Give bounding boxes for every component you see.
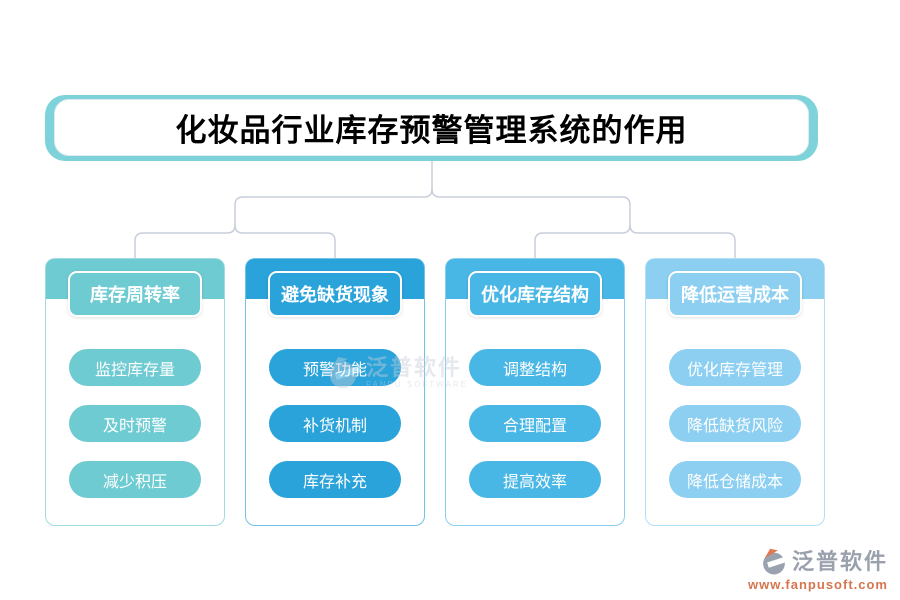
footer-brand-block: 泛普软件 www.fanpusoft.com: [748, 548, 888, 592]
card-header-optimize-structure: 优化库存结构: [468, 271, 602, 317]
card-avoid-stockout: 避免缺货现象 预警功能 补货机制 库存补充: [245, 258, 425, 526]
item-improve-efficiency: 提高效率: [469, 461, 601, 498]
card-header-reduce-cost: 降低运营成本: [668, 271, 802, 317]
item-optimize-inventory-mgmt: 优化库存管理: [669, 349, 801, 386]
card-items-list: 监控库存量 及时预警 减少积压: [46, 349, 224, 498]
diagram-title-box: 化妆品行业库存预警管理系统的作用: [45, 95, 818, 161]
card-items-list: 优化库存管理 降低缺货风险 降低仓储成本: [646, 349, 824, 498]
footer-url: www.fanpusoft.com: [747, 577, 888, 592]
fanpu-logo-icon: [763, 548, 788, 575]
page-title: 化妆品行业库存预警管理系统的作用: [175, 113, 688, 148]
card-inventory-turnover: 库存周转率 监控库存量 及时预警 减少积压: [45, 258, 225, 526]
card-items-list: 预警功能 补货机制 库存补充: [246, 349, 424, 498]
card-header-inventory-turnover: 库存周转率: [68, 271, 202, 317]
item-reduce-storage-cost: 降低仓储成本: [669, 461, 801, 498]
footer-brand-name: 泛普软件: [791, 549, 888, 574]
item-reduce-stockout-risk: 降低缺货风险: [669, 405, 801, 442]
item-adjust-structure: 调整结构: [469, 349, 601, 386]
card-optimize-structure: 优化库存结构 调整结构 合理配置 提高效率: [445, 258, 625, 526]
card-header-avoid-stockout: 避免缺货现象: [268, 271, 402, 317]
item-timely-warning: 及时预警: [69, 405, 201, 442]
title-inner-panel: 化妆品行业库存预警管理系统的作用: [54, 99, 809, 156]
footer-brand-row: 泛普软件: [760, 548, 888, 576]
item-reasonable-allocation: 合理配置: [469, 405, 601, 442]
card-items-list: 调整结构 合理配置 提高效率: [446, 349, 624, 498]
item-stock-replenish: 库存补充: [269, 461, 401, 498]
item-monitor-stock: 监控库存量: [69, 349, 201, 386]
card-reduce-cost: 降低运营成本 优化库存管理 降低缺货风险 降低仓储成本: [645, 258, 825, 526]
item-reduce-backlog: 减少积压: [69, 461, 201, 498]
item-replenish-mechanism: 补货机制: [269, 405, 401, 442]
item-warning-function: 预警功能: [269, 349, 401, 386]
